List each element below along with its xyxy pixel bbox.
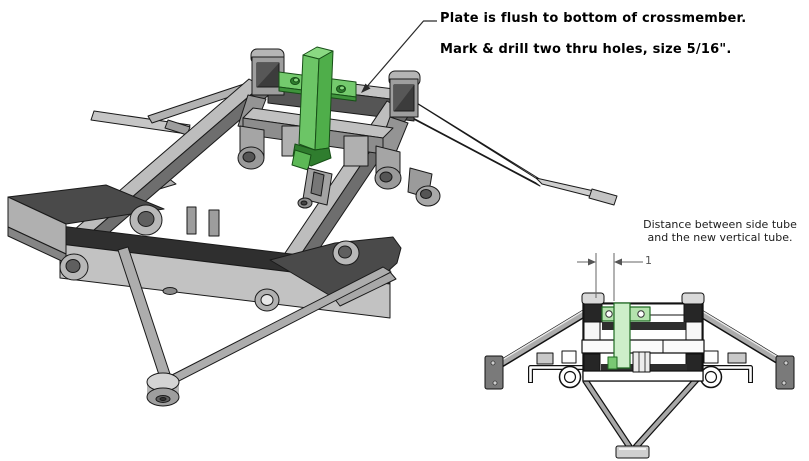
channel-tab-2 <box>208 209 220 237</box>
detail-right-bracket <box>775 355 795 390</box>
main-isometric-view <box>7 20 618 407</box>
detail-block-gray-left <box>536 352 554 365</box>
channel-tab-1 <box>186 206 197 235</box>
detail-right-arm <box>697 309 789 369</box>
dimension-arrow-left <box>588 258 596 266</box>
detail-center-clevis <box>632 351 651 373</box>
hanging-ring <box>254 288 280 312</box>
front-detail-view <box>484 253 795 459</box>
dimension-arrow-right <box>614 258 622 266</box>
detail-left-arm <box>496 309 588 369</box>
rear-right-corner-post <box>388 70 421 118</box>
v-support <box>117 246 392 407</box>
plate-flush-note: Plate is flush to bottom of crossmember. <box>440 11 747 26</box>
detail-block-gray-right <box>727 352 747 364</box>
leader-arrowhead <box>361 83 371 93</box>
left-wing-plate <box>7 184 165 264</box>
right-lever-handle <box>397 94 618 206</box>
front-roller <box>146 372 180 407</box>
green-vertical-tube <box>291 46 334 171</box>
drill-holes-note: Mark & drill two thru holes, size 5/16". <box>440 42 732 57</box>
detail-v-support <box>582 376 700 459</box>
rear-left-corner-post <box>250 48 285 96</box>
detail-left-bracket <box>484 355 504 390</box>
bushing-right <box>332 240 360 266</box>
dimension-value-label: 1 <box>645 254 652 267</box>
detail-bushing-left <box>558 365 582 389</box>
bushing-left <box>59 253 89 281</box>
detail-cap-left <box>581 292 605 305</box>
detail-green-vertical-tube <box>607 302 631 370</box>
lower-clevis-bracket <box>297 167 333 209</box>
callout-leader-line <box>361 20 437 93</box>
detail-block-white-left <box>561 350 577 364</box>
detail-bottom-roller <box>615 445 650 459</box>
detail-note-line-2: and the new vertical tube. <box>647 230 793 244</box>
detail-frame <box>581 292 705 382</box>
detail-cap-right <box>681 292 705 305</box>
detail-note-line-1: Distance between side tube <box>643 218 797 231</box>
front-channel <box>7 184 402 319</box>
right-arm-pivot-link <box>407 167 441 207</box>
detail-block-white-right <box>703 350 719 364</box>
detail-bushing-right <box>699 365 723 389</box>
wing-bushing-upper-left <box>129 204 163 236</box>
detail-view-note: Distance between side tube and the new v… <box>625 218 809 244</box>
dimension-annotation <box>577 253 643 301</box>
